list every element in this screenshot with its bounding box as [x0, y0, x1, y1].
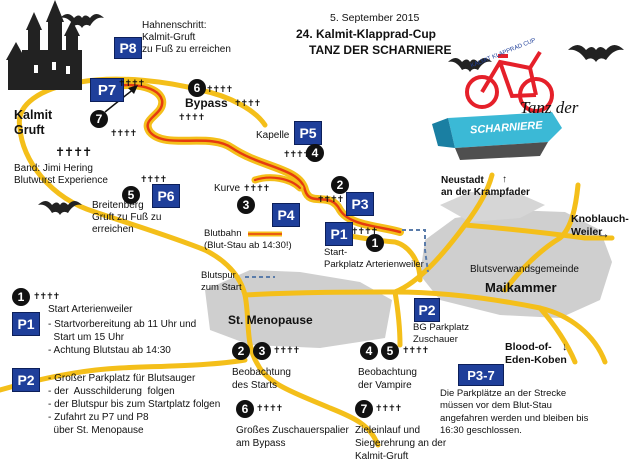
parking-p6: P6 [152, 184, 180, 208]
event-date: 5. September 2015 [330, 12, 420, 24]
parking-p2-map: P2 [414, 298, 440, 322]
bat-icon-logo-left [448, 58, 492, 72]
point-7-map: 7 [90, 110, 108, 128]
place-neustadt: Neustadt an der Krampfader [441, 175, 530, 199]
place-menopause: St. Menopause [228, 313, 313, 327]
place-kurve: Kurve [214, 183, 241, 194]
legend-obs7: Zieleinlauf und Siegerehrung an der Kalm… [355, 425, 447, 462]
person-group-icon: ✝✝✝✝ [283, 149, 310, 159]
person-group-icon: ✝✝✝✝ [317, 194, 344, 204]
legend-point-1: 1 [12, 288, 30, 306]
person-group-icon: ✝✝✝✝ [234, 98, 261, 108]
place-knoblauch: Knoblauch- Weiler [571, 213, 629, 238]
arrow-right: → [597, 226, 610, 241]
person-group-icon: ✝✝✝✝ [110, 128, 137, 138]
person-group-icon: ✝✝✝✝ [243, 183, 270, 193]
blutbahn-track [92, 81, 404, 236]
person-group-icon: ✝✝✝✝ [55, 145, 92, 159]
place-hahnenschritt: Hahnenschritt: Kalmit-Gruft zu Fuß zu er… [142, 20, 231, 56]
legend-blutbahn: Blutbahn (Blut-Stau ab 14:30!) [204, 228, 292, 251]
place-blutsverwandt: Blutsverwandsgemeinde [470, 264, 579, 275]
parking-p37-legend: P3-7 [458, 364, 504, 386]
place-bg-parkplatz: BG Parkplatz Zuschauer [413, 322, 469, 345]
place-bypass: Bypass [185, 96, 228, 110]
road-network [0, 76, 615, 448]
person-group-icon: ✝✝✝✝ [178, 112, 205, 122]
parking-p8: P8 [114, 37, 142, 59]
legend-point-6: 6 [236, 400, 254, 418]
place-start-parkplatz: Start- Parkplatz Arterienweiler [324, 247, 424, 270]
legend-blutspur: Blutspur zum Start [201, 270, 242, 293]
person-group-icon: ✝✝✝✝ [118, 78, 145, 88]
legend-p37-text: Die Parkplätze an der Strecke müssen vor… [440, 388, 589, 437]
bat-icon-top [60, 14, 104, 28]
legend-start-items: - Startvorbereitung ab 11 Uhr und Start … [48, 319, 197, 356]
scharniere-banner-icon [432, 112, 562, 160]
person-group-icon: ✝✝✝✝ [402, 345, 429, 355]
point-6-map: 6 [188, 79, 206, 97]
place-maikammer: Maikammer [485, 280, 557, 295]
logo-tanz-der: Tanz der [520, 98, 579, 117]
person-group-icon: ✝✝✝✝ [140, 174, 167, 184]
legend-point-5: 5 [381, 342, 399, 360]
person-group-icon: ✝✝✝✝ [351, 226, 378, 236]
castle-icon [6, 0, 82, 90]
legend-point-2: 2 [232, 342, 250, 360]
legend-start-title: Start Arterienweiler [48, 304, 133, 315]
person-group-icon: ✝✝✝✝ [33, 291, 60, 301]
person-group-icon: ✝✝✝✝ [375, 403, 402, 413]
event-subtitle: TANZ DER SCHARNIERE [309, 43, 452, 57]
person-group-icon: ✝✝✝✝ [206, 84, 233, 94]
arrow-down: ↓ [562, 341, 568, 353]
town-area-maikammer-north [440, 192, 545, 222]
place-breitenberg: Breitenberg Gruft zu Fuß zu erreichen [92, 200, 162, 236]
bat-icon-logo-right [568, 45, 624, 62]
person-group-icon: ✝✝✝✝ [273, 345, 300, 355]
parking-p2-legend: P2 [12, 368, 40, 392]
point-4-map: 4 [306, 144, 324, 162]
legend-obs45: Beobachtung der Vampire [358, 367, 417, 391]
legend-point-4: 4 [360, 342, 378, 360]
legend-obs23: Beobachtung des Starts [232, 367, 291, 391]
place-kalmit-gruft: Kalmit Gruft [14, 108, 53, 138]
point-5-map: 5 [122, 186, 140, 204]
place-band: Band: Jimi Hering Blutwurst Experience [14, 163, 108, 187]
person-group-icon: ✝✝✝✝ [256, 403, 283, 413]
parking-p4: P4 [272, 203, 300, 227]
point-1-map: 1 [366, 234, 384, 252]
place-eden: Blood-of- Eden-Koben [505, 341, 567, 366]
legend-obs6: Großes Zuschauerspalier am Bypass [236, 425, 349, 449]
point-2-map: 2 [331, 176, 349, 194]
legend-point-7: 7 [355, 400, 373, 418]
town-area-menopause [205, 270, 392, 348]
legend-p2-items: - Großer Parkplatz für Blutsauger - der … [48, 373, 221, 436]
bicycle-logo-icon [465, 50, 554, 113]
parking-p3: P3 [346, 192, 374, 216]
bat-icon-breitenberg [38, 201, 82, 215]
point-3-map: 3 [237, 196, 255, 214]
arrow-up: ↑ [502, 174, 507, 185]
parking-p7: P7 [90, 78, 124, 102]
parking-p5: P5 [294, 121, 322, 145]
parking-p1-legend: P1 [12, 312, 40, 336]
place-kapelle: Kapelle [256, 130, 290, 141]
parking-p1-map: P1 [325, 222, 353, 246]
legend-point-3: 3 [253, 342, 271, 360]
event-title: 24. Kalmit-Klapprad-Cup [296, 27, 437, 41]
